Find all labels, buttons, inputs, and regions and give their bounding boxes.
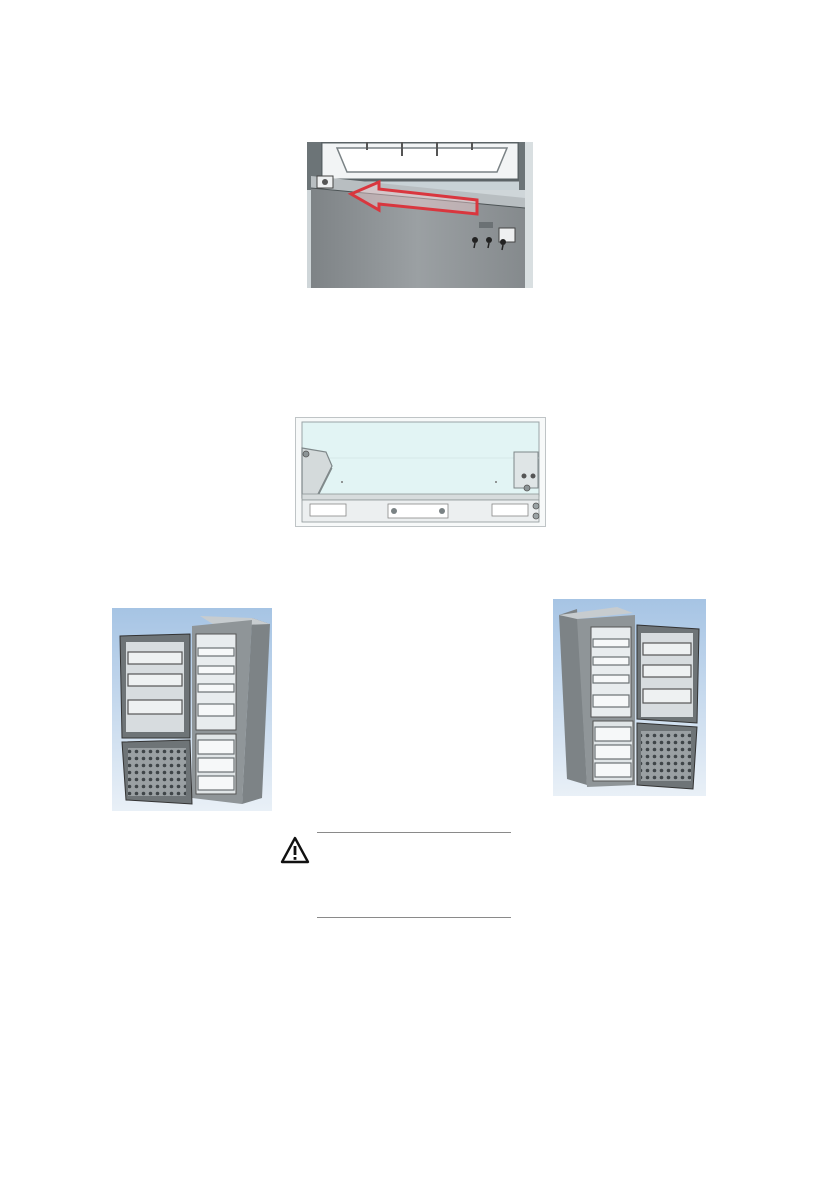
warning-block: [280, 831, 512, 921]
door-top-hinge-illustration: [307, 142, 533, 288]
figure-base-plinth: [295, 417, 546, 527]
figure-fridge-open-left: [112, 608, 272, 811]
warning-rule-bottom: [317, 917, 511, 918]
fridge-open-right-illustration: [553, 599, 706, 796]
warning-rule-top: [317, 832, 511, 833]
warning-triangle-icon: [280, 835, 310, 865]
fridge-open-left-illustration: [112, 608, 272, 811]
figure-door-top-hinge: [307, 142, 533, 288]
figure-fridge-open-right: [553, 599, 706, 796]
base-plinth-illustration: [296, 418, 545, 526]
